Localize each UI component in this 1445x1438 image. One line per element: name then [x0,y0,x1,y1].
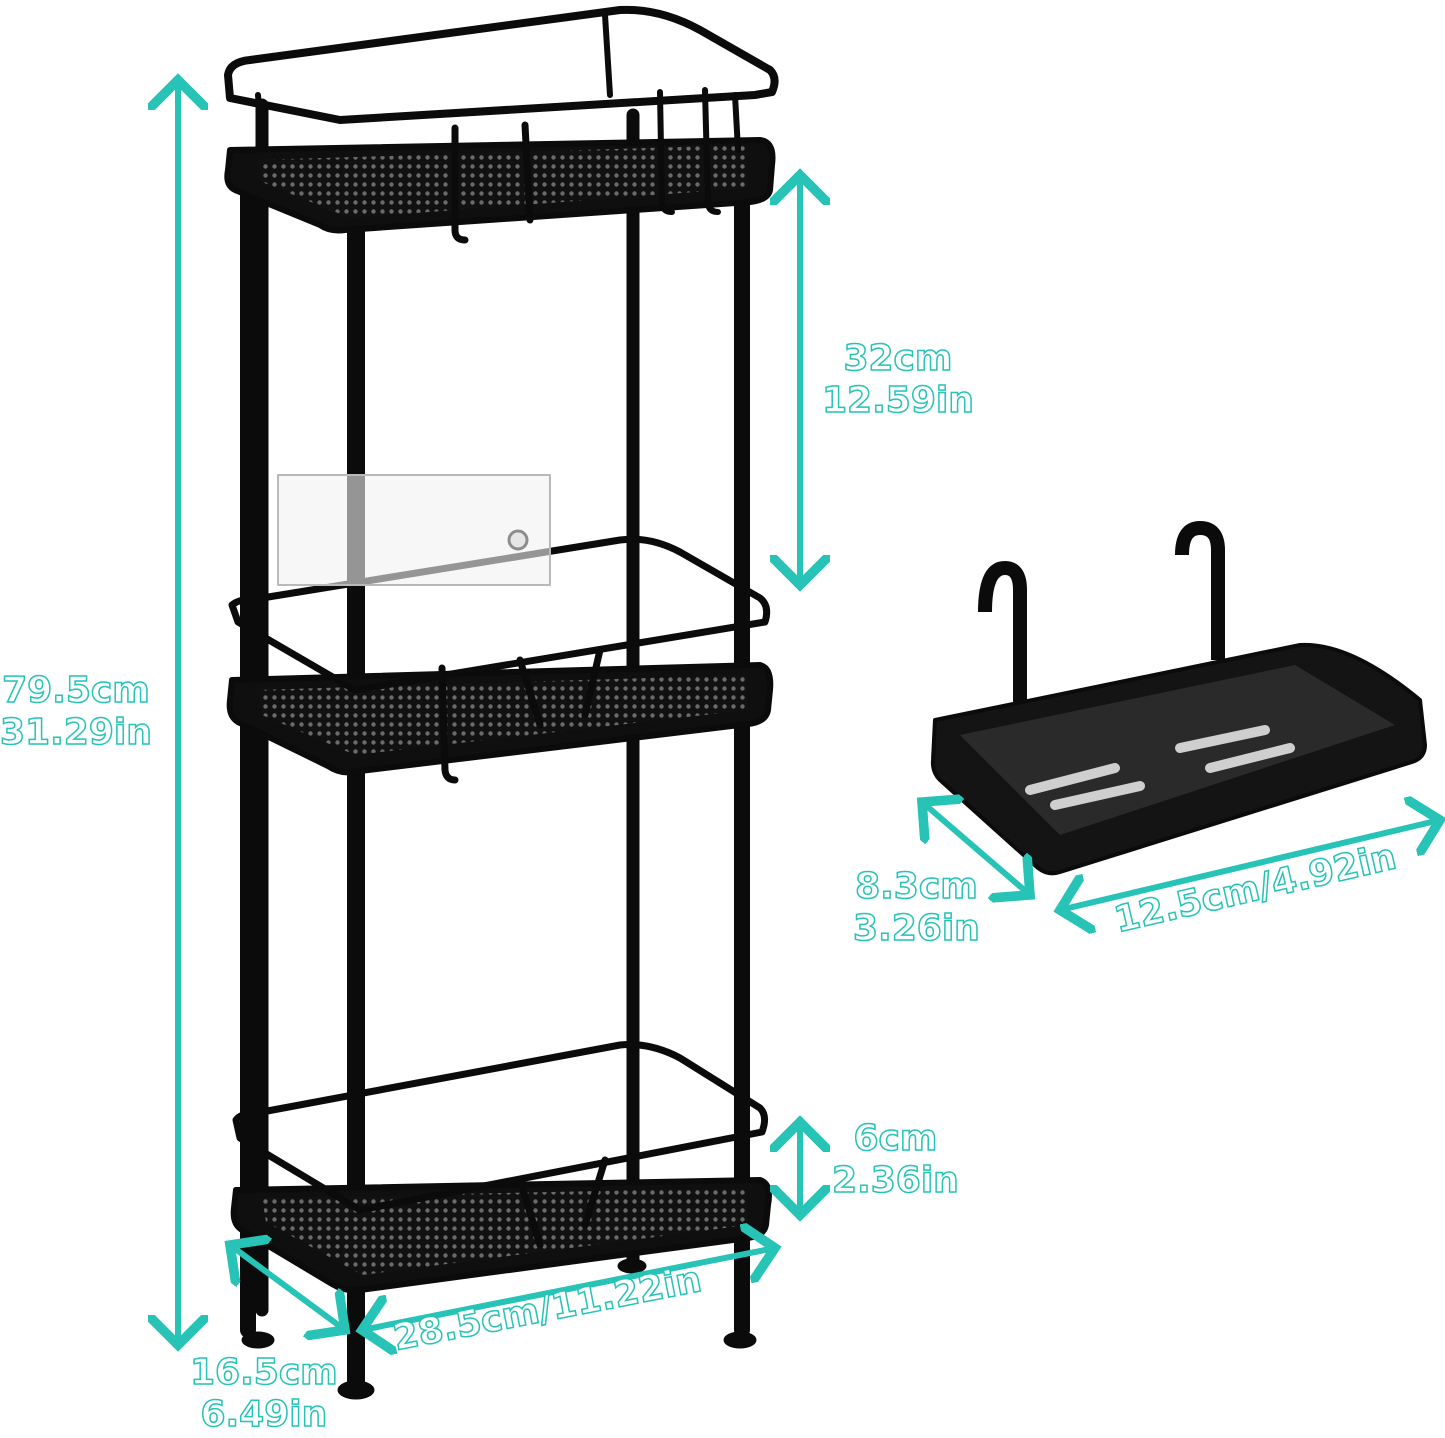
label-shelf-spacing: 32cm 12.59in [821,337,974,422]
label-rail-height-in: 2.36in [831,1159,959,1202]
storage-rack [224,5,779,1400]
tray-hook-right [1175,521,1225,660]
label-tray-depth-in: 3.26in [852,907,980,950]
rack-shelf-middle [226,535,774,784]
label-tray-depth-cm: 8.3cm [854,865,978,908]
arrow-rack-depth [230,1245,345,1330]
label-rack-depth-in: 6.49in [200,1393,328,1436]
label-rack-depth: 16.5cm 6.49in [189,1351,338,1436]
dimension-arrows [178,80,1440,1345]
tray-hook-left [978,561,1027,710]
arrow-tray-width [1060,820,1440,910]
arrow-rack-width [362,1248,775,1330]
adhesive-wall-plate [277,474,551,586]
label-rail-height-cm: 6cm [853,1117,938,1160]
rack-shelf-bottom [230,1041,772,1294]
arrow-tray-depth [922,802,1030,895]
rack-shelf-top [224,5,779,244]
label-tray-depth: 8.3cm 3.26in [852,865,980,950]
label-total-height: 79.5cm 31.29in [0,669,153,754]
label-shelf-spacing-cm: 32cm [843,337,953,380]
label-shelf-spacing-in: 12.59in [821,379,974,422]
label-total-height-in: 31.29in [0,711,153,754]
soap-tray [930,521,1427,876]
label-rack-depth-cm: 16.5cm [189,1351,338,1394]
label-rail-height: 6cm 2.36in [831,1117,959,1202]
label-total-height-cm: 79.5cm [1,669,150,712]
